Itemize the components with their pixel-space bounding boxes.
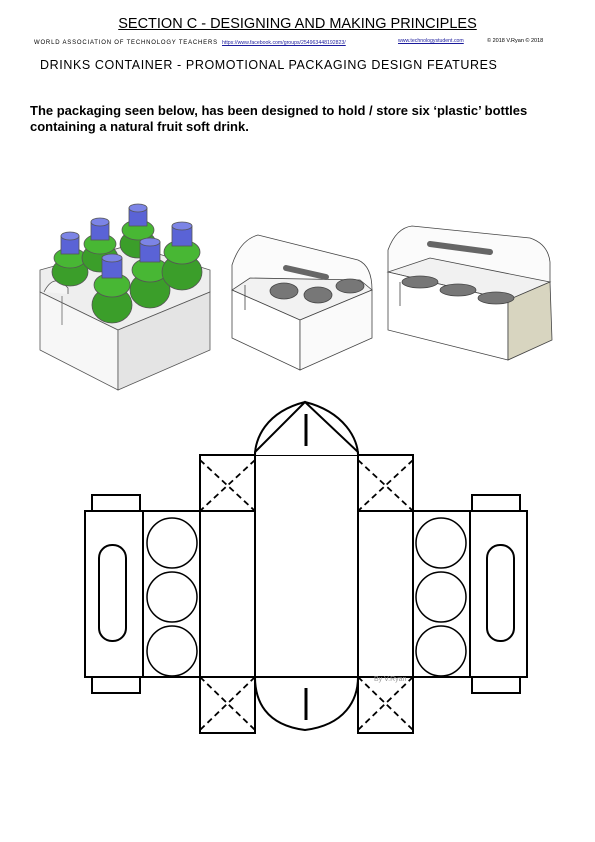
page-title: SECTION C - DESIGNING AND MAKING PRINCIP… [118,16,477,32]
net-right-panel [412,510,471,678]
net-credit: By V.Ryan [374,676,407,683]
left-handle-slot [98,544,127,642]
description-text: The packaging seen below, has been desig… [30,103,528,134]
filled-container-illustration [39,203,211,391]
net-right-end-panel [469,510,528,678]
right-handle-slot [486,544,515,642]
open-container-side-illustration [231,234,373,371]
organisation-name: WORLD ASSOCIATION OF TECHNOLOGY TEACHERS [34,40,218,46]
page-subtitle: DRINKS CONTAINER - PROMOTIONAL PACKAGING… [40,58,498,72]
open-container-perspective-illustration [386,225,553,361]
website-link[interactable]: www.technologystudent.com [398,38,464,44]
copyright-text: © 2018 V.Ryan © 2018 [487,38,544,44]
net-left-end-panel [84,510,144,678]
net-base-panel [254,454,359,678]
facebook-link[interactable]: https://www.facebook.com/groups/25496344… [222,40,346,46]
net-left-panel [142,510,201,678]
packaging-net [84,400,528,734]
